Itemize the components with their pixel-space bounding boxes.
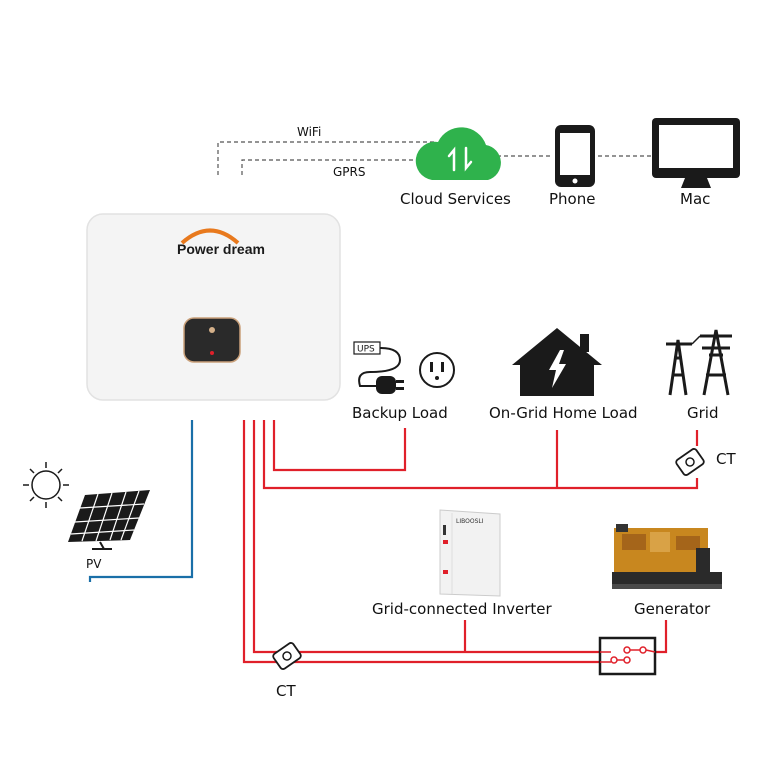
brand-name: Power dream (177, 241, 265, 257)
ups-plug-icon: UPS (353, 341, 404, 394)
monitor-icon (652, 118, 740, 188)
wire-inner-loop (252, 420, 600, 654)
wire-home-grid (262, 420, 699, 490)
display-panel (183, 317, 241, 363)
grid-label: Grid (687, 404, 718, 422)
wire-generator (655, 620, 668, 654)
comm-links (217, 141, 652, 175)
ct-grid-label: CT (716, 450, 736, 468)
backup-load-label: Backup Load (352, 404, 448, 422)
wifi-link (217, 141, 436, 175)
brand-sunrise-logo (180, 228, 240, 245)
pv-wire (88, 420, 194, 582)
cloud-icon (415, 127, 501, 180)
phone-label: Phone (549, 190, 595, 208)
pv-label: PV (86, 557, 102, 571)
ct-bottom-label: CT (276, 682, 296, 700)
hybrid-inverter: Power dream (86, 213, 341, 401)
solar-panel-icon (68, 490, 150, 550)
ct-clamp-icon (675, 448, 705, 476)
home-load-label: On-Grid Home Load (489, 404, 638, 422)
ups-tag: UPS (357, 345, 375, 355)
gprs-label: GPRS (333, 165, 366, 179)
wire-backup-load (272, 420, 407, 472)
grid-inverter-label: Grid-connected Inverter (372, 600, 553, 618)
phone-icon (555, 125, 595, 187)
transfer-switch-icon (598, 636, 657, 676)
status-led-icon (210, 351, 214, 355)
generator-icon (612, 524, 722, 589)
leaf-indicator-icon (209, 327, 215, 333)
socket-icon (419, 352, 455, 388)
wifi-label: WiFi (297, 125, 321, 139)
cloud-label: Cloud Services (400, 190, 511, 208)
ac-wiring (242, 420, 699, 664)
wire-outer-loop (242, 420, 600, 664)
pylon-icon (666, 329, 732, 396)
house-icon (512, 328, 602, 396)
ct-clamp-bottom-icon (272, 642, 302, 670)
mac-label: Mac (680, 190, 710, 208)
sun-icon (23, 462, 69, 508)
battery-cabinet: LIBOOSLI (439, 509, 501, 597)
battery-brand: LIBOOSLI (456, 518, 484, 525)
gprs-link (241, 159, 436, 175)
generator-label: Generator (634, 600, 711, 618)
